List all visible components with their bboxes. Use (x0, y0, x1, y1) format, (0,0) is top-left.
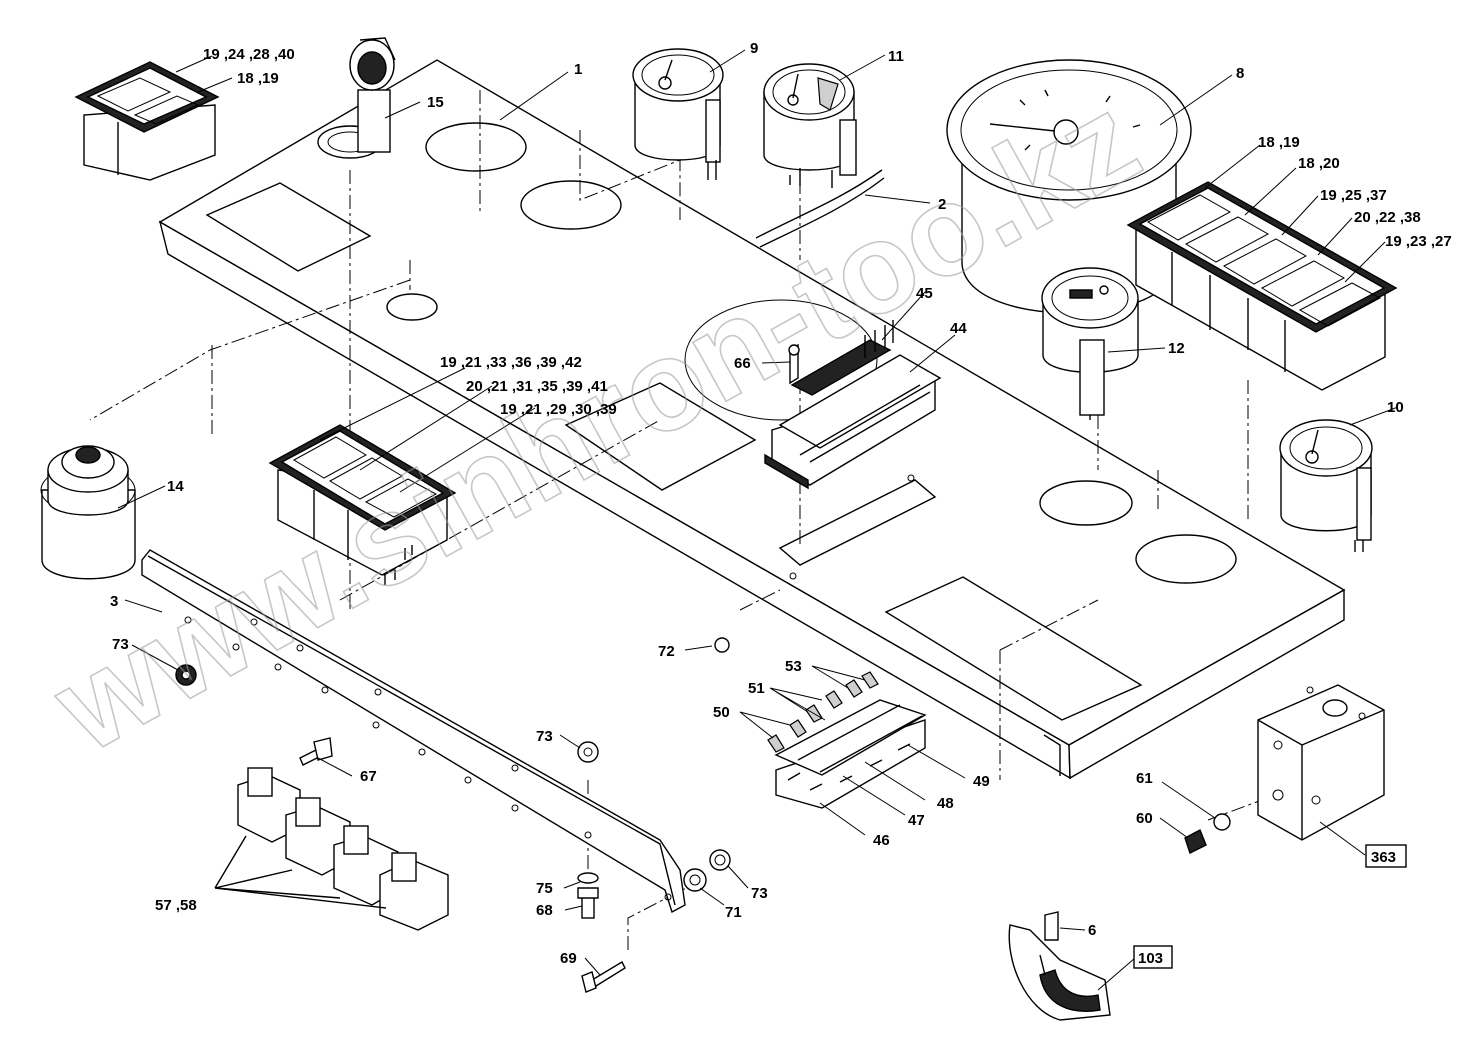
callout-68: 68 (536, 902, 553, 919)
boxed-refs: 363 103 (1133, 844, 1407, 969)
callout-switch-19-23-27: 19 ,23 ,27 (1385, 233, 1452, 250)
part-14-rotary-switch (40, 445, 136, 580)
callout-45: 45 (916, 285, 933, 302)
callout-66: 66 (734, 355, 751, 372)
callout-6: 6 (1088, 922, 1096, 939)
callout-2: 2 (938, 196, 946, 213)
fuse-box-44 (764, 320, 942, 490)
callout-switch-18-20: 18 ,20 (1298, 155, 1340, 172)
callout-10: 10 (1387, 399, 1404, 416)
gauge-8-tachometer (946, 59, 1192, 314)
callout-44: 44 (950, 320, 967, 337)
callout-48: 48 (937, 795, 954, 812)
ref-box-103: 103 (1138, 950, 1163, 967)
callout-3: 3 (110, 593, 118, 610)
callout-9: 9 (750, 40, 758, 57)
assembly-lines (89, 90, 1263, 950)
callout-switch-18-19-b: 18 ,19 (1258, 134, 1300, 151)
callout-50: 50 (713, 704, 730, 721)
callout-15: 15 (427, 94, 444, 111)
gauge-10 (1279, 419, 1373, 552)
leader-lines (117, 49, 1399, 991)
callout-67: 67 (360, 768, 377, 785)
callout-labels: 1 2 3 6 8 9 10 11 12 14 15 44 45 46 47 4… (110, 40, 1452, 967)
switch-block-center (268, 424, 457, 585)
callout-46: 46 (873, 832, 890, 849)
callout-switch-18-19-a: 18 ,19 (237, 70, 279, 87)
callout-switch-19-25-37: 19 ,25 ,37 (1320, 187, 1387, 204)
callout-1: 1 (574, 61, 582, 78)
callout-73-c: 73 (751, 885, 768, 902)
callout-71: 71 (725, 904, 742, 921)
callout-switch-19-24-28-40: 19 ,24 ,28 ,40 (203, 46, 295, 63)
callout-switch-19-21-29-30-39: 19 ,21 ,29 ,30 ,39 (500, 401, 617, 418)
part-15-socket (317, 37, 396, 159)
gauge-12-hour-meter (1041, 267, 1139, 420)
callout-switch-20-22-38: 20 ,22 ,38 (1354, 209, 1421, 226)
callout-69: 69 (560, 950, 577, 967)
callout-72: 72 (658, 643, 675, 660)
relays-57-58 (214, 767, 449, 931)
fasteners (175, 637, 731, 993)
ref-box-363: 363 (1371, 849, 1396, 866)
callout-61: 61 (1136, 770, 1153, 787)
instrument-panel (158, 59, 1346, 780)
switch-block-top-left (74, 61, 220, 181)
callout-11: 11 (888, 48, 904, 65)
switch-row-right (1126, 181, 1398, 391)
callout-75: 75 (536, 880, 553, 897)
gauge-9 (632, 48, 724, 180)
sensor-103 (1008, 911, 1111, 1021)
callout-switch-20-21-31-35-39-41: 20 ,21 ,31 ,35 ,39 ,41 (466, 378, 608, 395)
callout-49: 49 (973, 773, 990, 790)
block-363 (1184, 684, 1385, 854)
callout-73-a: 73 (112, 636, 129, 653)
callout-51: 51 (748, 680, 765, 697)
callout-12: 12 (1168, 340, 1185, 357)
gauge-11 (763, 63, 857, 188)
callout-switch-19-21-33-36-39-42: 19 ,21 ,33 ,36 ,39 ,42 (440, 354, 582, 371)
callout-73-b: 73 (536, 728, 553, 745)
callout-60: 60 (1136, 810, 1153, 827)
callout-57-58: 57 ,58 (155, 897, 197, 914)
relay-block-46-49 (767, 671, 927, 809)
callout-53: 53 (785, 658, 802, 675)
callout-47: 47 (908, 812, 925, 829)
callout-14: 14 (167, 478, 184, 495)
callout-8: 8 (1236, 65, 1244, 82)
bracket-3 (141, 549, 686, 914)
